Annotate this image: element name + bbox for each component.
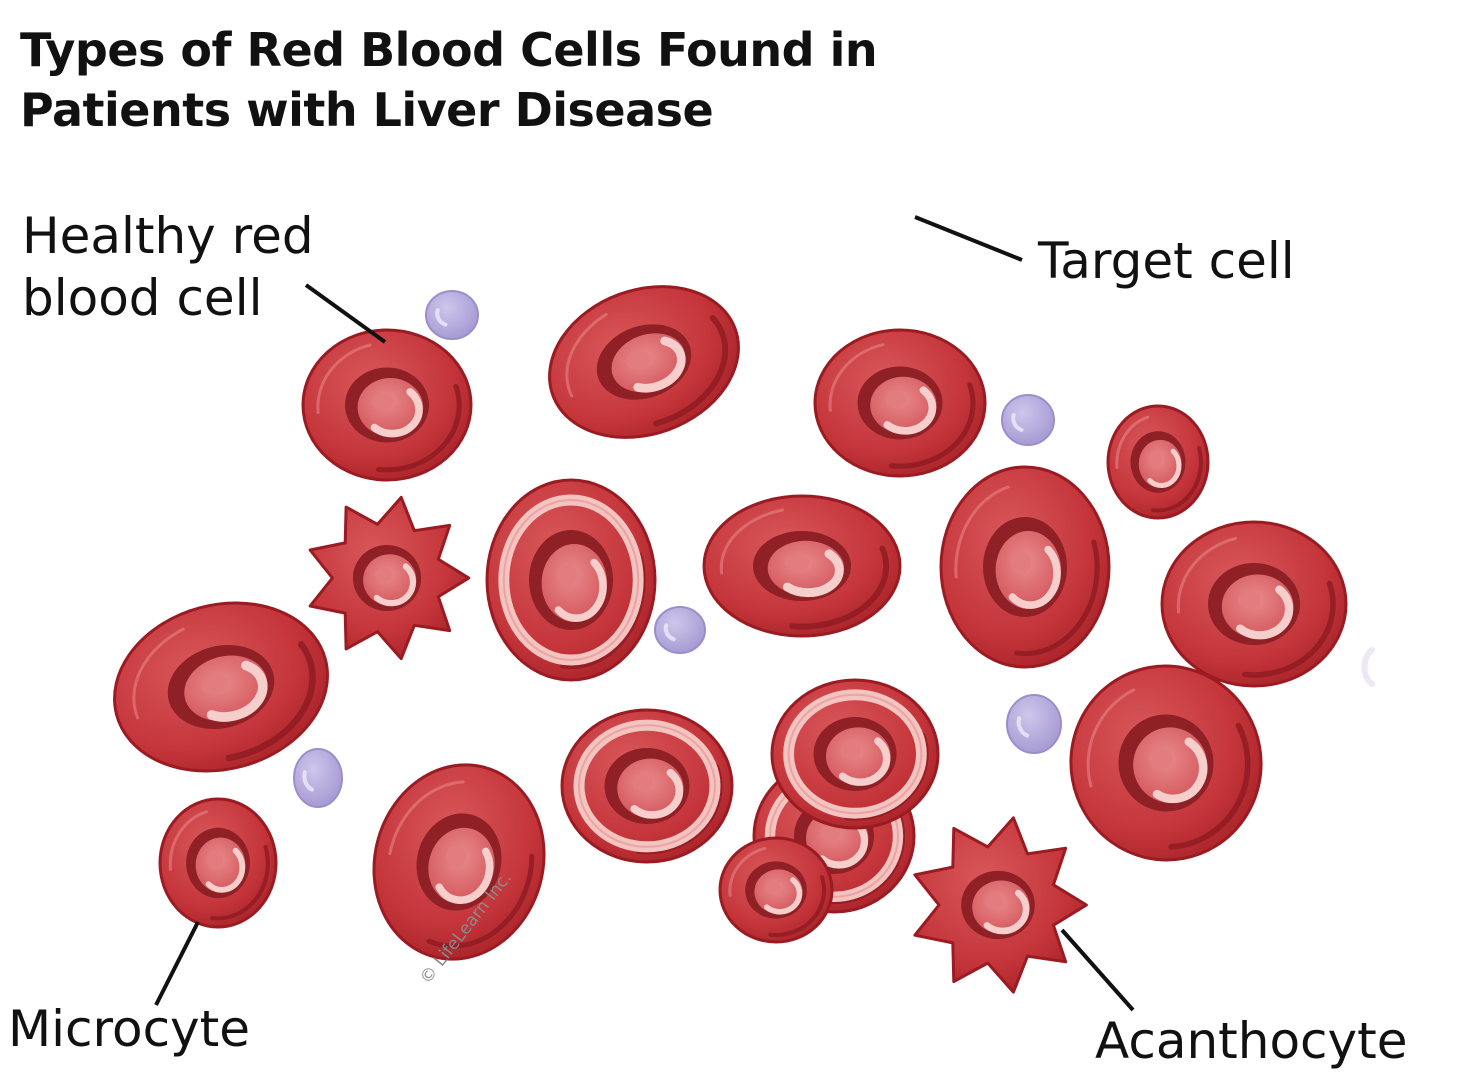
label-target-cell: Target cell: [1038, 232, 1295, 290]
healthy-red-blood-cell: [301, 328, 473, 482]
target-cell: [770, 678, 940, 830]
label-healthy-red-blood-cell: Healthy red blood cell: [22, 205, 314, 329]
healthy-cell-leader-line: [304, 283, 387, 344]
healthy-red-blood-cell: [113, 601, 329, 773]
platelet-group: [293, 290, 1062, 808]
healthy-red-blood-cell: [1160, 520, 1348, 688]
target-cell-leader-line: [914, 215, 1023, 262]
label-healthy-line-2: blood cell: [22, 269, 263, 327]
microcyte-leader-line: [154, 921, 200, 1006]
faint-ghost-mark: [1361, 647, 1375, 687]
microcyte-cell: [1106, 404, 1210, 520]
platelet: [425, 290, 479, 340]
healthy-red-blood-cell: [548, 285, 740, 439]
target-cell: [485, 478, 657, 682]
acanthocyte-cell: [913, 816, 1088, 994]
microcyte-cell: [718, 836, 834, 944]
label-healthy-line-1: Healthy red: [22, 207, 314, 265]
healthy-red-blood-cell: [939, 465, 1111, 669]
healthy-red-blood-cell: [372, 763, 546, 961]
diagram-title: Types of Red Blood Cells Found in Patien…: [20, 20, 878, 140]
label-acanthocyte: Acanthocyte: [1095, 1012, 1408, 1070]
healthy-red-blood-cell: [1069, 664, 1263, 862]
title-line-1: Types of Red Blood Cells Found in: [20, 23, 878, 77]
healthy-red-blood-cell: [702, 494, 902, 638]
acanthocyte-leader-line: [1060, 928, 1135, 1012]
cell-group: [113, 285, 1348, 994]
healthy-red-blood-cell: [813, 328, 987, 478]
microcyte-cell: [158, 797, 278, 929]
platelet: [654, 606, 706, 654]
platelet: [293, 748, 343, 808]
platelet: [1001, 394, 1055, 446]
title-line-2: Patients with Liver Disease: [20, 83, 714, 137]
acanthocyte-cell: [308, 495, 471, 661]
label-microcyte: Microcyte: [8, 1000, 251, 1058]
platelet: [1006, 694, 1062, 754]
target-cell: [560, 708, 734, 864]
